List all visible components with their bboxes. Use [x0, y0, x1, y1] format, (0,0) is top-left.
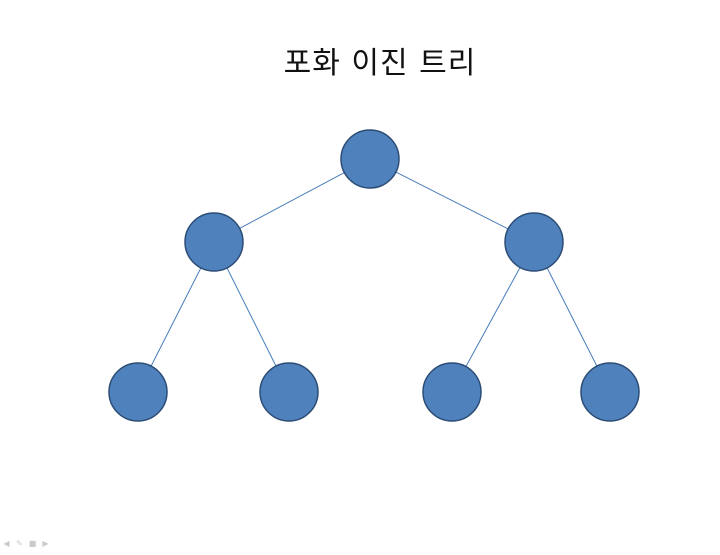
- slides-icon[interactable]: ■: [28, 539, 37, 548]
- prev-arrow-icon[interactable]: ◀: [3, 539, 10, 548]
- edge-right-to-right-right: [546, 267, 598, 367]
- tree-edges: [150, 171, 598, 367]
- tree-nodes: [108, 129, 640, 422]
- tree-node-right: [504, 212, 564, 272]
- tree-node-root: [340, 129, 400, 189]
- edge-right-to-right-left: [465, 267, 521, 367]
- edge-left-to-left-right: [226, 267, 277, 367]
- slideshow-toolbar: ◀ ✎ ■ ▶: [2, 539, 50, 548]
- next-arrow-icon[interactable]: ▶: [42, 539, 49, 548]
- pen-icon[interactable]: ✎: [16, 539, 23, 548]
- slide-title: 포화 이진 트리: [283, 46, 477, 81]
- tree-node-left-left: [108, 362, 168, 422]
- edge-left-to-left-left: [150, 267, 202, 367]
- edge-root-to-left: [239, 172, 345, 229]
- tree-node-left: [184, 212, 244, 272]
- tree-node-right-left: [422, 362, 482, 422]
- tree-node-left-right: [259, 362, 319, 422]
- edge-root-to-right: [395, 171, 509, 230]
- tree-node-right-right: [580, 362, 640, 422]
